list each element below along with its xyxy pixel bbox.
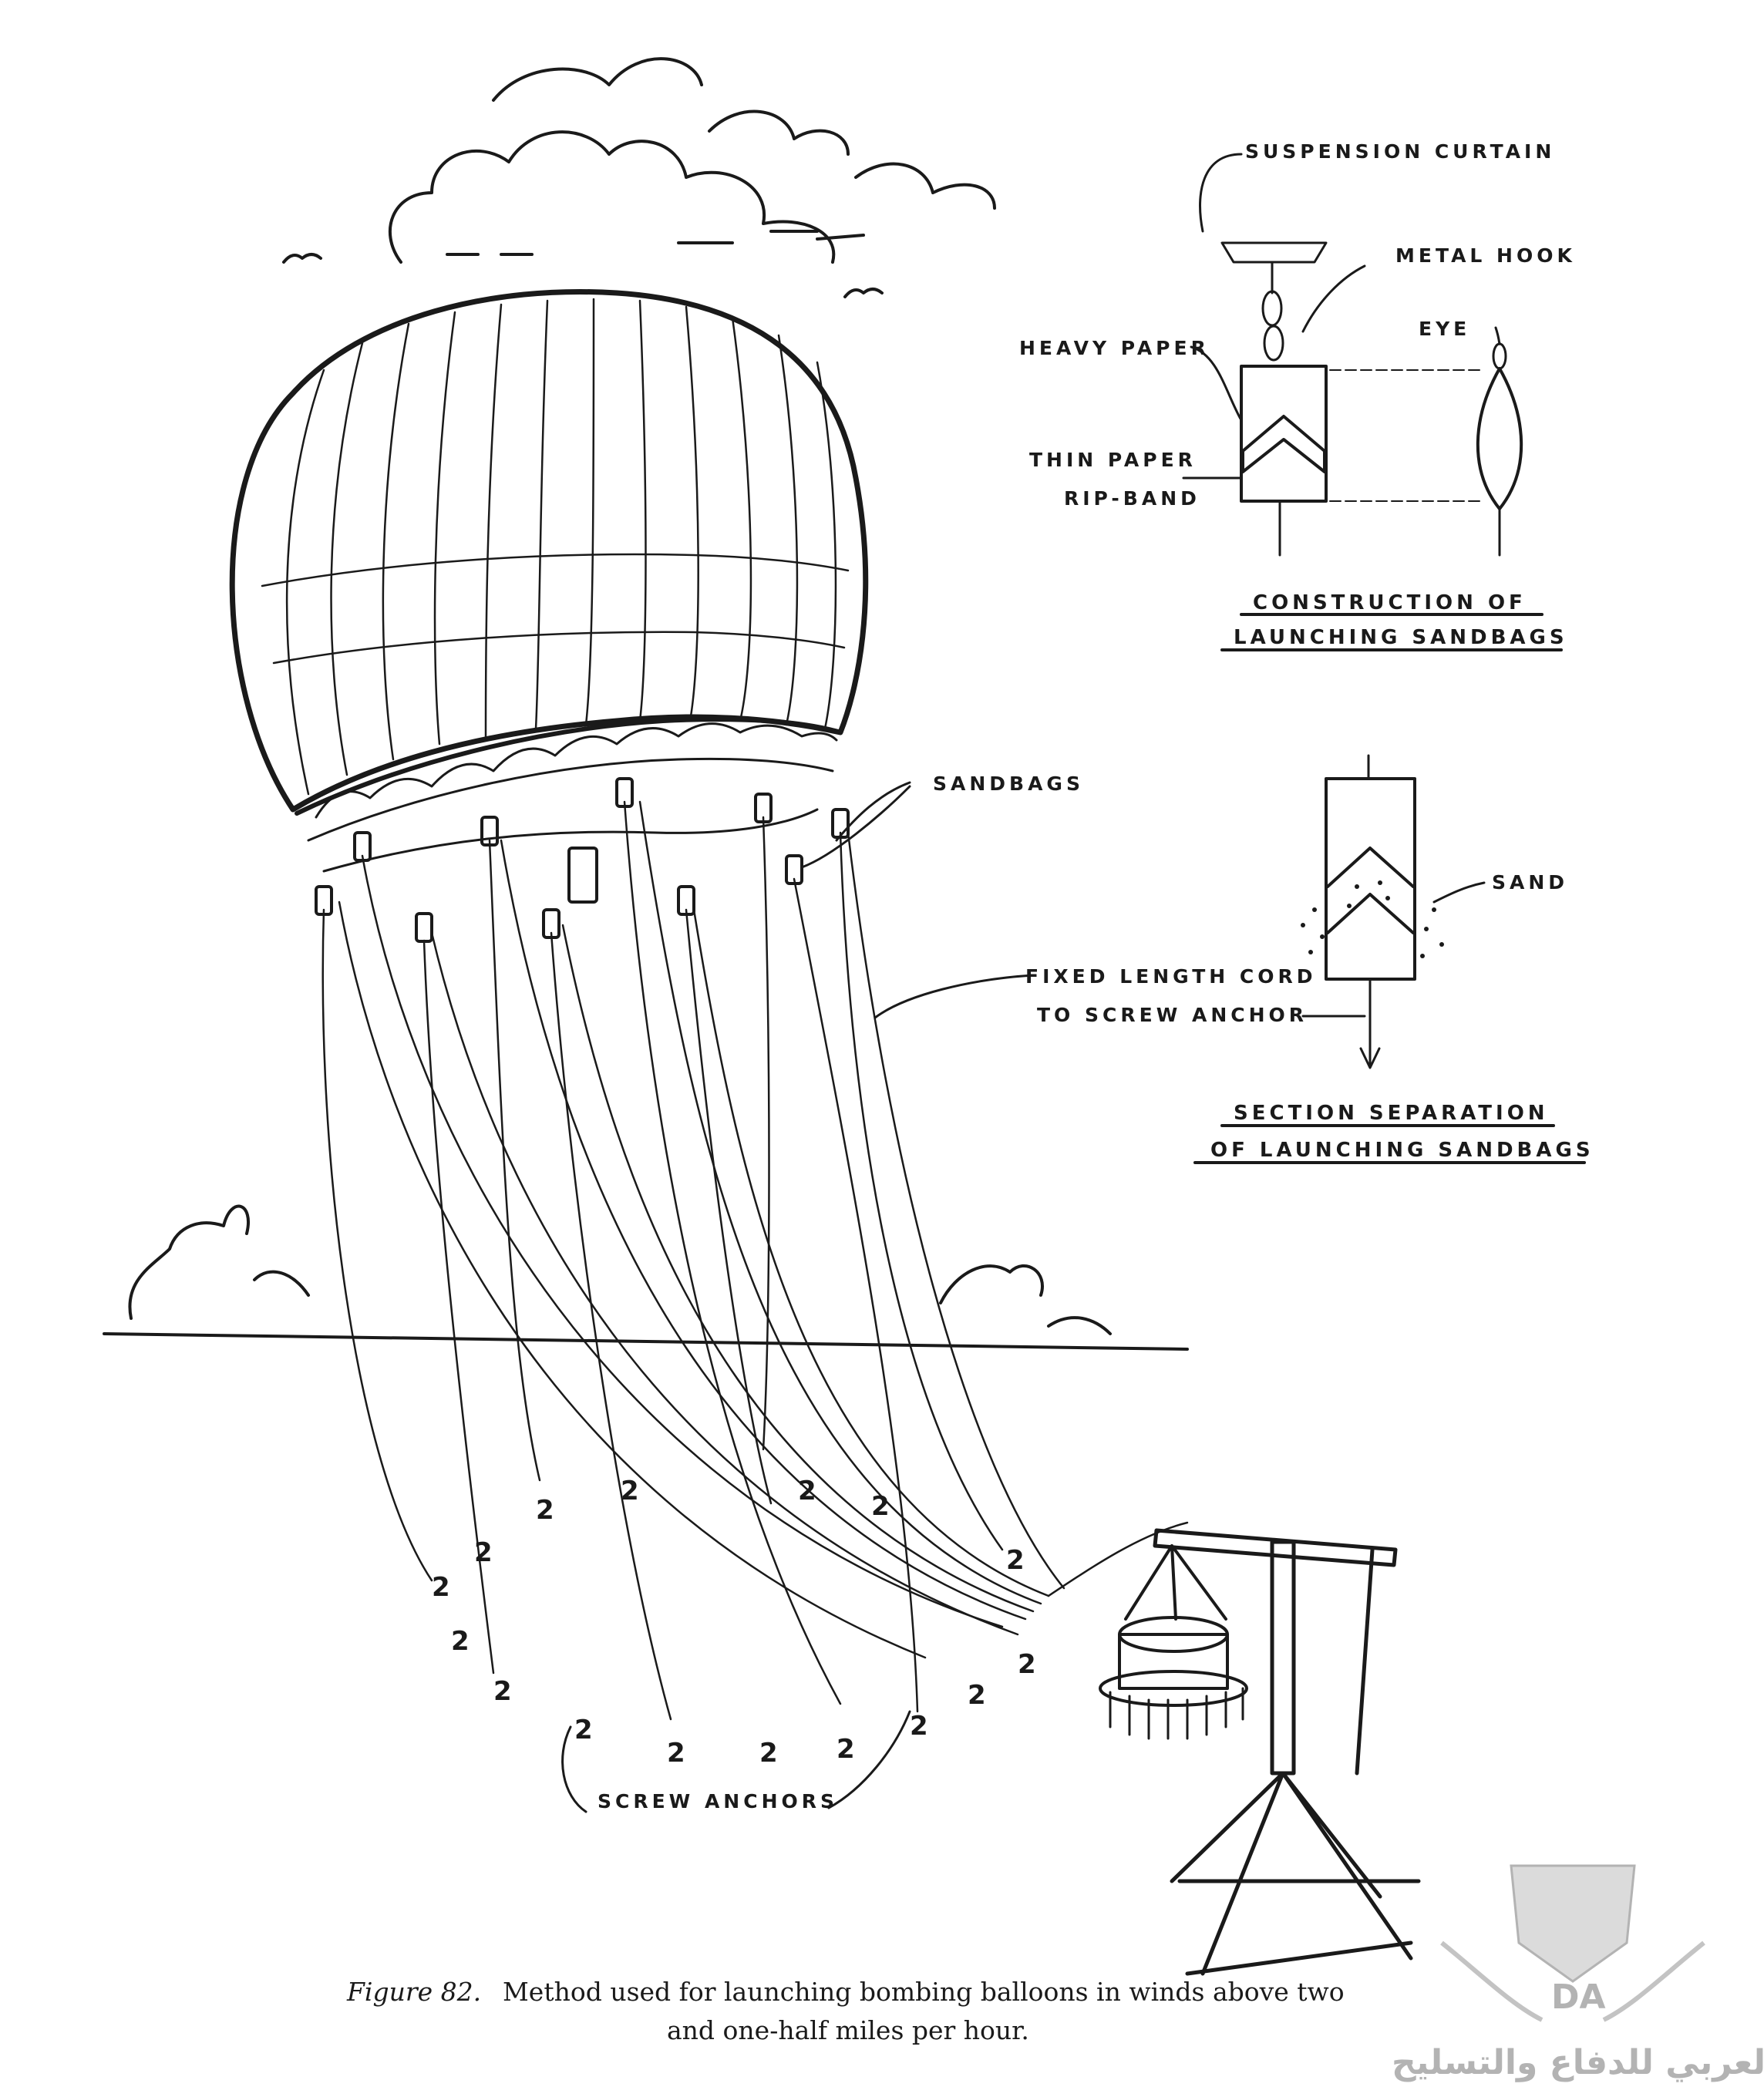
label-sandbags: SANDBAGS	[933, 772, 1084, 795]
anchor-mark: 2	[451, 1626, 470, 1657]
label-sand: SAND	[1492, 871, 1568, 894]
title-construction-1: CONSTRUCTION OF	[1253, 591, 1527, 614]
anchor-mark: 2	[837, 1734, 855, 1765]
caption-figure-number: Figure 82.	[346, 1977, 481, 2007]
sky-clouds	[390, 59, 995, 262]
watermark-text: المنتدى العربي للدفاع والتسليح	[1392, 2043, 1764, 2082]
anchor-mark: 2	[432, 1572, 450, 1603]
inset-section: SANDBAGS SAND FIXED LENGTH CORD TO SCREW…	[563, 756, 1594, 1813]
balloon-envelope	[232, 292, 865, 941]
anchor-mark: 2	[798, 1476, 816, 1506]
anchor-mark: 2	[493, 1676, 512, 1707]
title-section-1: SECTION SEPARATION	[1234, 1102, 1549, 1125]
label-thin-paper: THIN PAPER	[1029, 449, 1197, 471]
label-heavy-paper: HEAVY PAPER	[1019, 337, 1210, 359]
anchor-mark: 2	[474, 1537, 493, 1568]
label-screw-anchors: SCREW ANCHORS	[598, 1790, 838, 1813]
anchor-mark: 2	[574, 1715, 593, 1745]
anchor-mark: 2	[536, 1495, 554, 1526]
watermark: DA المنتدى العربي للدفاع والتسليح	[1392, 1866, 1764, 2082]
figure-caption: Figure 82. Method used for launching bom…	[346, 1977, 1345, 2045]
inset-construction: SUSPENSION CURTAIN METAL HOOK HEAVY PAPE…	[1019, 140, 1576, 650]
anchor-mark: 2	[1018, 1649, 1036, 1680]
caption-line-2: and one-half miles per hour.	[667, 2015, 1029, 2045]
anchor-mark: 2	[759, 1738, 778, 1769]
label-rip-band: RIP-BAND	[1064, 487, 1200, 510]
screw-anchor-marks: 2 2 2 2 2 2 2 2 2 2 2 2 2 2 2 2	[432, 1476, 1036, 1769]
label-to-screw-anchor: TO SCREW ANCHOR	[1037, 1004, 1308, 1026]
shroud-lines	[323, 802, 1187, 1719]
launching-stand	[1155, 1530, 1419, 1974]
anchor-mark: 2	[621, 1476, 639, 1506]
title-construction-2: LAUNCHING SANDBAGS	[1234, 626, 1568, 649]
label-eye: EYE	[1419, 318, 1470, 340]
anchor-mark: 2	[968, 1680, 986, 1711]
horizon-ground	[104, 1207, 1187, 1349]
label-suspension-curtain: SUSPENSION CURTAIN	[1245, 140, 1555, 163]
title-section-2: OF LAUNCHING SANDBAGS	[1210, 1139, 1594, 1162]
watermark-mark: DA	[1551, 1978, 1606, 2017]
anchor-mark: 2	[667, 1738, 685, 1769]
gondola	[1100, 1546, 1247, 1739]
anchor-mark: 2	[910, 1711, 928, 1742]
label-metal-hook: METAL HOOK	[1395, 244, 1576, 267]
anchor-mark: 2	[1006, 1545, 1025, 1576]
caption-line-1: Method used for launching bombing balloo…	[503, 1977, 1345, 2007]
shield-icon	[1511, 1866, 1634, 1981]
label-fixed-length-cord: FIXED LENGTH CORD	[1025, 965, 1316, 988]
anchor-mark: 2	[871, 1491, 890, 1522]
